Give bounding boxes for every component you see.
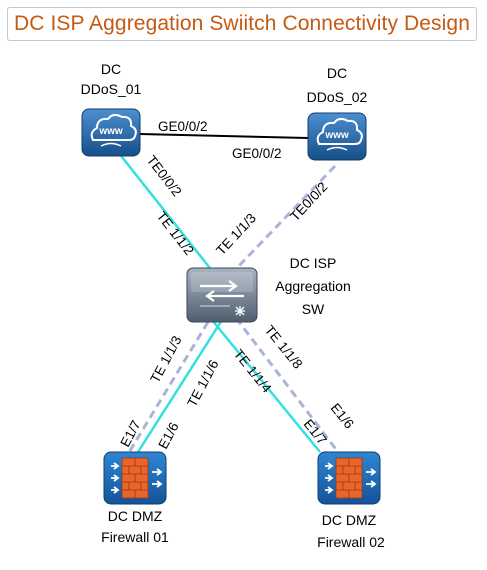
svg-text:www: www <box>98 126 123 137</box>
www-cloud-icon: www <box>307 112 367 161</box>
port-label: TE 1/1/6 <box>184 357 221 409</box>
device-label: Firewall 02 <box>317 534 385 550</box>
port-label: TE 1/1/8 <box>262 322 306 371</box>
port-label: E1/6 <box>155 420 181 452</box>
ddos-01-device: DC DDoS_01 www <box>81 61 142 157</box>
firewall-icon <box>103 451 167 505</box>
device-label: DC DMZ <box>322 512 377 528</box>
link-sw-fw02-solid <box>211 319 321 453</box>
port-label: GE0/0/2 <box>158 119 208 134</box>
device-label: DC ISP <box>290 255 337 271</box>
layer2-switch-icon <box>186 267 258 323</box>
device-label: DC <box>327 65 347 81</box>
port-label: E1/6 <box>328 400 357 431</box>
device-label: DC <box>101 61 121 77</box>
device-label: SW <box>302 301 325 317</box>
aggregation-switch-device: DC ISP Aggregation SW <box>186 255 351 323</box>
link-ddos01-ddos02 <box>139 133 309 139</box>
port-label: TE 1/1/3 <box>147 333 184 385</box>
port-label: TE0/0/2 <box>287 179 330 224</box>
device-label: Aggregation <box>275 278 351 294</box>
ddos-02-device: DC DDoS_02 www <box>307 65 368 161</box>
device-label: DC DMZ <box>108 508 163 524</box>
firewall-02-device: DC DMZ Firewall 02 <box>317 451 385 550</box>
svg-text:www: www <box>324 130 349 141</box>
firewall-01-device: DC DMZ Firewall 01 <box>101 451 169 545</box>
port-label: TE 1/1/4 <box>231 346 275 395</box>
www-cloud-icon: www <box>81 108 141 157</box>
title-box: DC ISP Aggregation Swiitch Connectivity … <box>7 7 477 41</box>
device-label: DDoS_01 <box>81 81 142 97</box>
link-sw-fw02-dashed <box>234 317 340 453</box>
diagram-title: DC ISP Aggregation Swiitch Connectivity … <box>14 12 470 35</box>
port-label: GE0/0/2 <box>232 146 282 161</box>
device-label: Firewall 01 <box>101 529 169 545</box>
port-label: TE 1/1/2 <box>154 209 197 258</box>
link-sw-fw01-solid <box>136 319 224 453</box>
link-ddos01-sw <box>117 151 214 273</box>
firewall-icon <box>317 451 381 505</box>
link-ddos02-sw <box>231 164 337 274</box>
device-label: DDoS_02 <box>307 89 368 105</box>
